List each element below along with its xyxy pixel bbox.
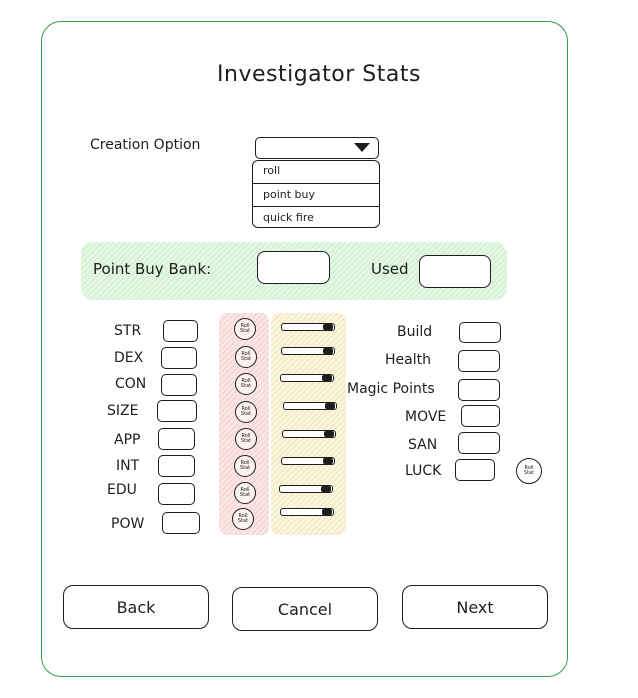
- option-roll[interactable]: roll: [263, 164, 281, 177]
- stat-slider-pow[interactable]: [280, 508, 334, 516]
- derived-label-san: SAN: [408, 437, 438, 453]
- slider-handle[interactable]: [324, 431, 334, 437]
- stat-input-con[interactable]: [161, 374, 197, 396]
- chevron-down-icon[interactable]: [354, 143, 370, 152]
- next-button[interactable]: Next: [402, 585, 548, 629]
- stat-input-edu[interactable]: [158, 483, 195, 505]
- slider-handle[interactable]: [323, 348, 333, 354]
- derived-field-san[interactable]: [458, 432, 500, 454]
- slider-handle[interactable]: [322, 509, 332, 515]
- option-divider: [253, 183, 379, 184]
- stat-label-size: SIZE: [107, 403, 139, 419]
- stat-input-int[interactable]: [158, 455, 195, 477]
- cancel-button[interactable]: Cancel: [232, 587, 378, 631]
- derived-label-magic-points: Magic Points: [347, 381, 435, 397]
- stat-input-dex[interactable]: [161, 347, 197, 369]
- derived-label-move: MOVE: [405, 409, 447, 425]
- stat-label-app: APP: [114, 432, 141, 448]
- option-point-buy[interactable]: point buy: [263, 188, 316, 201]
- slider-handle[interactable]: [322, 375, 332, 381]
- dialog-frame: [41, 21, 568, 677]
- stat-label-edu: EDU: [107, 482, 137, 498]
- derived-field-move[interactable]: [461, 405, 500, 427]
- stat-slider-app[interactable]: [282, 430, 336, 438]
- derived-field-luck[interactable]: [455, 459, 495, 481]
- stat-label-int: INT: [116, 458, 140, 474]
- slider-handle[interactable]: [325, 403, 335, 409]
- option-quick-fire[interactable]: quick fire: [263, 211, 314, 224]
- stat-slider-edu[interactable]: [279, 485, 333, 493]
- derived-label-build: Build: [397, 324, 433, 340]
- creation-option-select[interactable]: [255, 137, 379, 159]
- creation-option-list: roll point buy quick fire: [252, 160, 380, 228]
- derived-label-luck: LUCK: [405, 463, 442, 479]
- slider-handle[interactable]: [323, 324, 333, 330]
- back-button[interactable]: Back: [63, 585, 209, 629]
- used-field[interactable]: [419, 255, 491, 288]
- point-buy-bank-field[interactable]: [257, 251, 330, 284]
- page-title: Investigator Stats: [217, 62, 421, 87]
- stat-label-con: CON: [115, 376, 147, 392]
- point-buy-bank-label: Point Buy Bank:: [93, 260, 212, 278]
- slider-handle[interactable]: [321, 486, 331, 492]
- stat-input-size[interactable]: [157, 400, 197, 422]
- stat-label-dex: DEX: [114, 350, 144, 366]
- stat-slider-str[interactable]: [281, 323, 335, 331]
- used-label: Used: [371, 260, 409, 278]
- stat-input-str[interactable]: [163, 320, 198, 342]
- stat-label-pow: POW: [111, 516, 145, 532]
- option-divider: [253, 206, 379, 207]
- stat-input-pow[interactable]: [162, 512, 200, 534]
- stat-input-app[interactable]: [158, 428, 195, 450]
- derived-field-build[interactable]: [459, 322, 501, 343]
- derived-field-magic-points[interactable]: [458, 379, 500, 401]
- creation-option-label: Creation Option: [90, 137, 201, 153]
- derived-field-health[interactable]: [458, 350, 500, 372]
- stat-slider-int[interactable]: [281, 457, 335, 465]
- slider-handle[interactable]: [323, 458, 333, 464]
- stat-label-str: STR: [114, 323, 142, 339]
- derived-label-health: Health: [385, 352, 431, 368]
- stat-slider-dex[interactable]: [281, 347, 335, 355]
- stat-slider-size[interactable]: [283, 402, 337, 410]
- stat-slider-con[interactable]: [280, 374, 334, 382]
